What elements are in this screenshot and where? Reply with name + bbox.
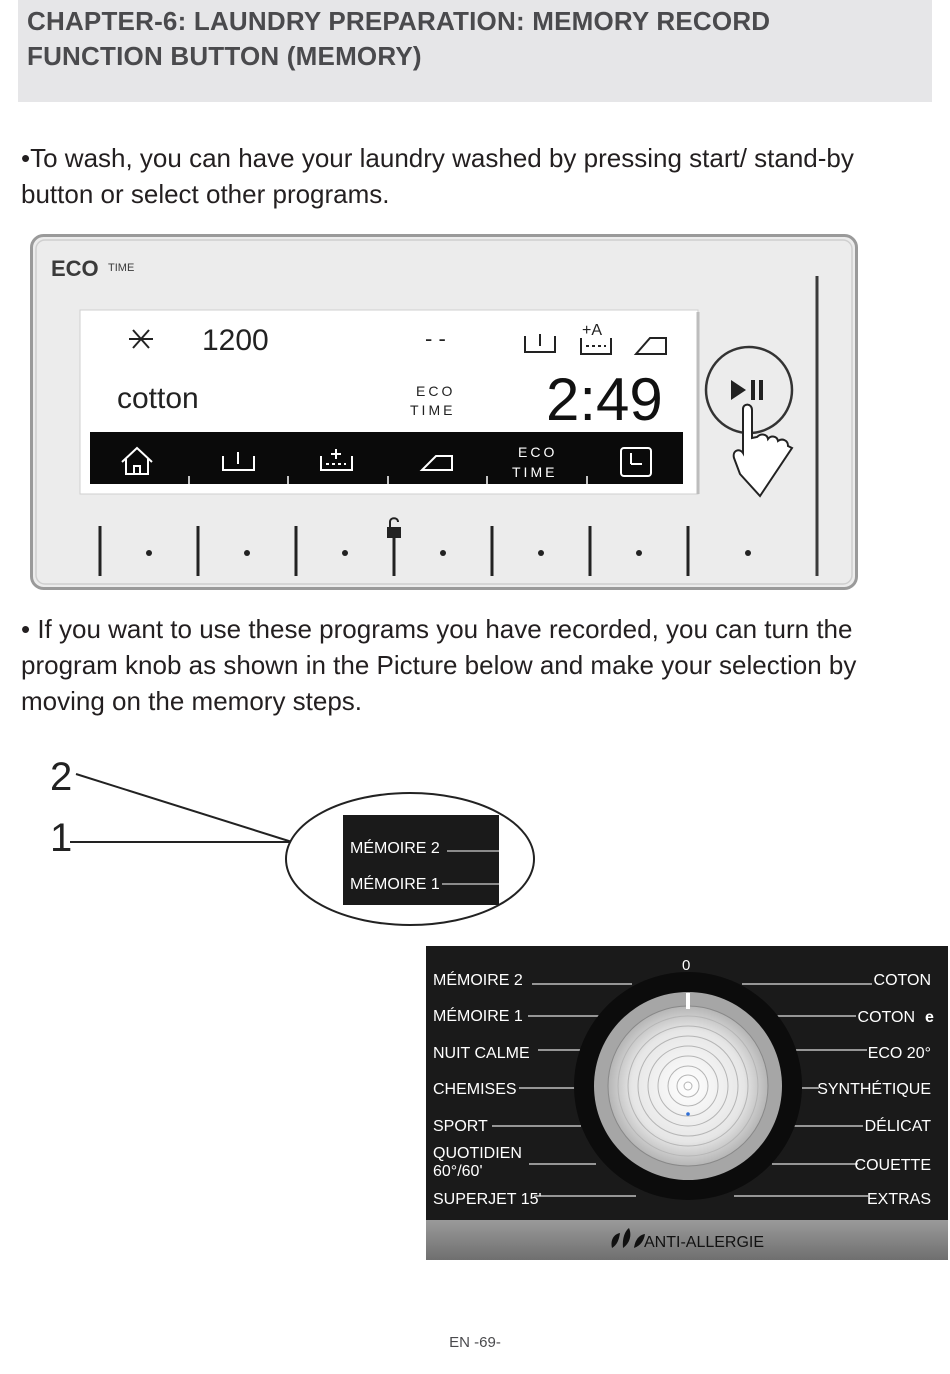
child-lock-icon (387, 517, 401, 538)
program-synthetique: SYNTHÉTIQUE (817, 1079, 931, 1098)
program-nuit-calme: NUIT CALME (433, 1045, 530, 1062)
page-number: EN -69- (449, 1334, 501, 1351)
zoom-memory-1: MÉMOIRE 1 (350, 874, 440, 893)
program-coton-e-mark: e (925, 1009, 934, 1026)
extra-rinse-icon (580, 338, 612, 355)
home-icon[interactable] (121, 446, 153, 475)
eco-label-top: ECO (416, 383, 455, 399)
program-delicat: DÉLICAT (865, 1116, 932, 1135)
leader-line-2 (75, 773, 293, 843)
callout-number-1: 1 (50, 816, 72, 860)
program-eco-20: ECO 20° (868, 1045, 931, 1062)
anti-allergy-leaf-icon (611, 1228, 645, 1248)
eco-key-top[interactable]: ECO (518, 444, 557, 460)
instruction-paragraph-2: • If you want to use these programs you … (21, 614, 857, 716)
control-panel-illustration: ECO TIME 1200 - - +A cotton ECO TIME (30, 234, 858, 590)
anti-allergy-label: ANTI-ALLERGIE (644, 1234, 764, 1251)
program-coton-e: COTON (858, 1009, 915, 1026)
eco-key-bottom[interactable]: TIME (512, 464, 557, 480)
time-display: 2:49 (546, 366, 663, 433)
program-knob-panel: 0 MÉMOIRE 2 MÉMOIRE 1 NUIT CALME CHEMISE… (426, 946, 948, 1260)
brand-eco: ECO (51, 256, 99, 281)
iron-icon (633, 337, 667, 355)
chapter-title: CHAPTER-6: LAUNDRY PREPARATION: MEMORY R… (27, 6, 771, 71)
program-superjet: SUPERJET 15' (433, 1191, 542, 1208)
brand-time: TIME (108, 262, 134, 274)
program-memoire-1: MÉMOIRE 1 (433, 1006, 523, 1025)
program-touch-strip (98, 526, 690, 576)
anti-allergy-bar (426, 1220, 948, 1260)
spin-icon (129, 329, 153, 349)
program-couette: COUETTE (855, 1157, 931, 1174)
hand-pointer-icon (732, 403, 794, 498)
program-chemises: CHEMISES (433, 1081, 517, 1098)
spin-speed: 1200 (202, 324, 269, 357)
prewash-key-icon[interactable] (222, 452, 255, 471)
extra-rinse-label: +A (582, 322, 602, 339)
prewash-icon (524, 334, 556, 353)
program-coton: COTON (874, 972, 931, 989)
callout-number-2: 2 (50, 755, 72, 799)
knob-zero-mark: 0 (682, 957, 690, 974)
program-name: cotton (117, 382, 199, 415)
program-selector-knob[interactable] (574, 972, 802, 1200)
knob-indicator (686, 993, 690, 1009)
program-sport: SPORT (433, 1118, 488, 1135)
extra-rinse-key-icon[interactable] (320, 449, 353, 471)
temperature-display: - - (425, 326, 446, 351)
program-memoire-2: MÉMOIRE 2 (433, 970, 523, 989)
program-quotidien: QUOTIDIEN (433, 1145, 522, 1162)
function-key-bar (90, 432, 683, 484)
eco-label-bottom: TIME (410, 402, 455, 418)
program-extras: EXTRAS (867, 1191, 931, 1208)
memory-zoom-box (343, 815, 499, 905)
zoom-memory-2: MÉMOIRE 2 (350, 838, 440, 857)
delay-timer-key-icon[interactable] (620, 447, 652, 477)
chapter-banner (18, 0, 932, 102)
program-quotidien-temp: 60°/60' (433, 1163, 483, 1180)
iron-key-icon[interactable] (419, 455, 453, 471)
memory-callout-diagram: 2 1 MÉMOIRE 2 MÉMOIRE 1 (0, 740, 950, 1040)
instruction-paragraph-1: •To wash, you can have your laundry wash… (21, 143, 854, 209)
